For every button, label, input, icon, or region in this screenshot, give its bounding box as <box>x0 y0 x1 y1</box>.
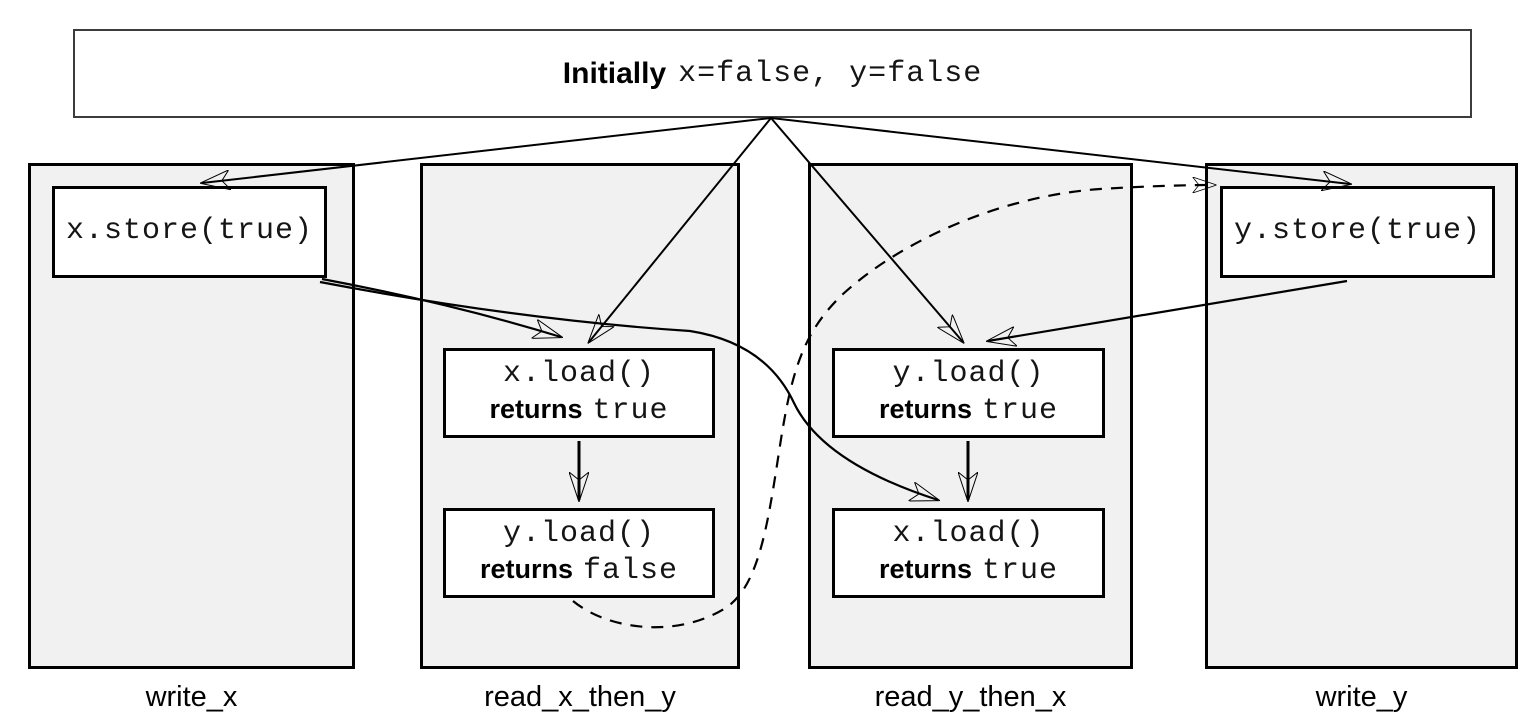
op-code: x.store(true) <box>65 214 314 249</box>
returns-word: returns <box>878 394 972 424</box>
op-box-x-load-read-x-then-y: x.load() returns true <box>443 348 715 438</box>
thread-label-write-y: write_y <box>1315 681 1408 713</box>
thread-label-read-x-then-y: read_x_then_y <box>484 681 676 713</box>
op-code: x.load() <box>502 356 656 391</box>
returns-word: returns <box>878 554 972 584</box>
thread-label-read-y-then-x: read_y_then_x <box>874 681 1067 713</box>
op-result-line: returns true <box>879 393 1058 431</box>
returns-value: true <box>982 554 1059 588</box>
op-result-line: returns true <box>879 553 1058 591</box>
returns-word: returns <box>479 554 573 584</box>
initial-state-box: Initially x=false, y=false <box>73 29 1472 118</box>
thread-label-write-x: write_x <box>145 681 238 713</box>
op-box-x-store: x.store(true) <box>52 186 327 278</box>
returns-value: true <box>592 394 669 428</box>
op-code: x.load() <box>892 516 1045 551</box>
op-result-line: returns true <box>489 393 668 431</box>
returns-word: returns <box>489 394 583 424</box>
op-box-y-store: y.store(true) <box>1220 186 1495 278</box>
op-code: y.store(true) <box>1233 214 1482 249</box>
op-box-y-load-read-x-then-y: y.load() returns false <box>443 508 715 598</box>
op-box-y-load-read-y-then-x: y.load() returns true <box>832 348 1105 438</box>
returns-value: false <box>583 554 679 588</box>
returns-value: true <box>982 394 1059 428</box>
op-result-line: returns false <box>480 553 678 591</box>
initial-state-code: x=false, y=false <box>678 56 983 91</box>
op-box-x-load-read-y-then-x: x.load() returns true <box>832 508 1105 598</box>
op-code: y.load() <box>502 516 656 551</box>
initial-state-word: Initially <box>562 56 667 90</box>
op-code: y.load() <box>892 356 1045 391</box>
